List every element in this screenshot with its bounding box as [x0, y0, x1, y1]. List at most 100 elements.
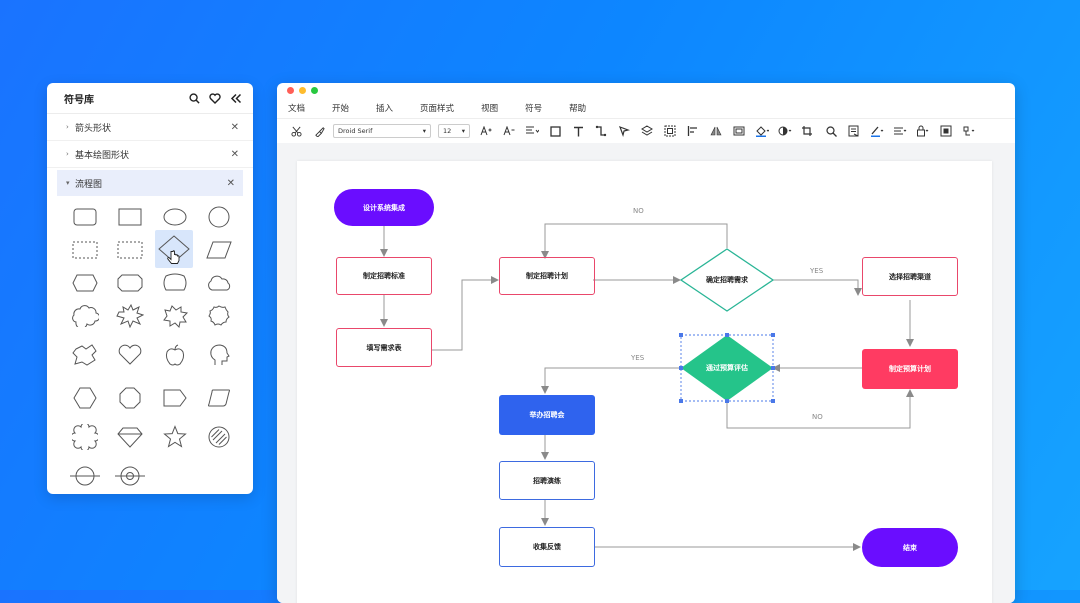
heart-shape[interactable]	[113, 339, 147, 371]
pentagon-arrow-shape[interactable]	[158, 382, 192, 414]
minimize-window-dot[interactable]	[299, 87, 306, 94]
seal-shape[interactable]	[202, 300, 236, 332]
zoom-icon[interactable]	[822, 122, 840, 140]
close-icon[interactable]: ✕	[230, 148, 239, 160]
apple-shape[interactable]	[158, 339, 192, 371]
explosion-shape[interactable]	[113, 300, 147, 332]
head-profile-shape[interactable]	[202, 339, 236, 371]
image-icon[interactable]	[730, 122, 748, 140]
edge-label-no-bottom: NO	[812, 413, 823, 421]
category-basic-shapes[interactable]: › 基本绘图形状 ✕	[47, 141, 253, 168]
prohibited-circle-shape[interactable]	[202, 421, 236, 453]
cloud-shape[interactable]	[202, 267, 236, 299]
fit-page-icon[interactable]	[937, 122, 955, 140]
editor-window: 文档 开始 插入 页面样式 视图 符号 帮助 Droid Serif▾ 12▾	[277, 83, 1015, 603]
category-flowchart[interactable]: ▾ 流程图 ✕	[57, 170, 243, 196]
menu-view[interactable]: 视图	[481, 104, 499, 114]
node-drill[interactable]: 招聘演练	[499, 461, 595, 500]
format-painter-icon[interactable]	[310, 122, 328, 140]
align-icon[interactable]	[523, 122, 541, 140]
category-arrow-shapes[interactable]: › 箭头形状 ✕	[47, 114, 253, 141]
star-shape[interactable]	[158, 421, 192, 453]
maximize-window-dot[interactable]	[311, 87, 318, 94]
menu-insert[interactable]: 插入	[376, 104, 394, 114]
node-fair[interactable]: 举办招聘会	[499, 395, 595, 435]
node-channel[interactable]: 选择招聘渠道	[862, 257, 958, 296]
flip-icon[interactable]	[707, 122, 725, 140]
delay-shape[interactable]	[158, 267, 192, 299]
search-icon[interactable]	[187, 91, 201, 105]
node-budget[interactable]: 制定预算计划	[862, 349, 958, 389]
menu-help[interactable]: 帮助	[569, 104, 587, 114]
node-confirm[interactable]: 确定招聘需求	[706, 276, 748, 284]
close-window-dot[interactable]	[287, 87, 294, 94]
chevron-down-icon: ▾	[422, 127, 426, 135]
chevron-down-icon: ▾	[66, 179, 70, 187]
font-family-select[interactable]: Droid Serif▾	[333, 124, 431, 138]
gem-shape[interactable]	[113, 421, 147, 453]
node-standard[interactable]: 制定招聘标准	[336, 257, 432, 295]
chevron-right-icon: ›	[66, 123, 69, 131]
circle-shape[interactable]	[202, 201, 236, 233]
lock-icon[interactable]	[914, 122, 932, 140]
rectangle-tool-icon[interactable]	[546, 122, 564, 140]
ellipse-shape[interactable]	[158, 201, 192, 233]
decision-confirm-shape	[679, 248, 775, 312]
font-size-select[interactable]: 12▾	[438, 124, 470, 138]
edge-form-plan	[431, 276, 499, 351]
rectangle-shape[interactable]	[113, 201, 147, 233]
edge-review-budget-no	[726, 389, 914, 429]
dashed-box-shape[interactable]	[113, 234, 147, 266]
parallelogram-shape[interactable]	[202, 234, 236, 266]
rounded-diamond-shape[interactable]	[202, 382, 236, 414]
fill-color-icon[interactable]	[753, 122, 771, 140]
connector-circle-shape[interactable]	[113, 460, 147, 492]
node-start[interactable]: 设计系统集成	[334, 189, 434, 226]
decrease-font-icon[interactable]	[500, 122, 518, 140]
starburst-shape[interactable]	[158, 300, 192, 332]
cloud-callout-shape[interactable]	[68, 300, 102, 332]
dashed-rectangle-shape[interactable]	[68, 234, 102, 266]
notes-icon[interactable]	[845, 122, 863, 140]
edge-label-yes-right: YES	[810, 267, 824, 275]
node-review[interactable]: 通过预算评估	[706, 364, 748, 372]
close-icon[interactable]: ✕	[226, 177, 235, 189]
node-form[interactable]: 填写需求表	[336, 328, 432, 367]
connector-tool-icon[interactable]	[592, 122, 610, 140]
close-icon[interactable]: ✕	[230, 121, 239, 133]
edge-confirm-channel-yes	[773, 279, 862, 296]
line-style-icon[interactable]	[891, 122, 909, 140]
octagon-wide-shape[interactable]	[113, 267, 147, 299]
menu-home[interactable]: 开始	[332, 104, 350, 114]
cut-icon[interactable]	[287, 122, 305, 140]
align-left-icon[interactable]	[684, 122, 702, 140]
edge-review-fair-yes	[541, 367, 680, 394]
drawing-page[interactable]: NO YES YES NO 设计系统集成 制定招聘标准 填写需求表 制定招聘计划…	[297, 161, 992, 603]
node-end[interactable]: 结束	[862, 528, 958, 567]
shadow-icon[interactable]	[776, 122, 794, 140]
line-color-icon[interactable]	[868, 122, 886, 140]
node-plan[interactable]: 制定招聘计划	[499, 257, 595, 295]
canvas-area: NO YES YES NO 设计系统集成 制定招聘标准 填写需求表 制定招聘计划…	[277, 143, 1015, 603]
increase-font-icon[interactable]	[477, 122, 495, 140]
hexagon-wide-shape[interactable]	[68, 267, 102, 299]
map-shape[interactable]	[68, 339, 102, 371]
crop-icon[interactable]	[799, 122, 817, 140]
pointer-tool-icon[interactable]	[615, 122, 633, 140]
rounded-rectangle-shape[interactable]	[68, 201, 102, 233]
layers-icon[interactable]	[638, 122, 656, 140]
menu-symbols[interactable]: 符号	[525, 104, 543, 114]
collapse-double-chevron-icon[interactable]	[229, 91, 243, 105]
menu-page-style[interactable]: 页面样式	[420, 104, 455, 114]
diamond-shape-selected[interactable]	[155, 230, 193, 268]
cross-cloud-shape[interactable]	[68, 421, 102, 453]
node-feedback[interactable]: 收集反馈	[499, 527, 595, 567]
summing-line-shape[interactable]	[68, 460, 102, 492]
more-tools-icon[interactable]	[960, 122, 978, 140]
heart-icon[interactable]	[208, 91, 222, 105]
text-tool-icon[interactable]	[569, 122, 587, 140]
octagon-shape[interactable]	[113, 382, 147, 414]
menu-file[interactable]: 文档	[288, 104, 306, 114]
hexagon-shape[interactable]	[68, 382, 102, 414]
group-icon[interactable]	[661, 122, 679, 140]
